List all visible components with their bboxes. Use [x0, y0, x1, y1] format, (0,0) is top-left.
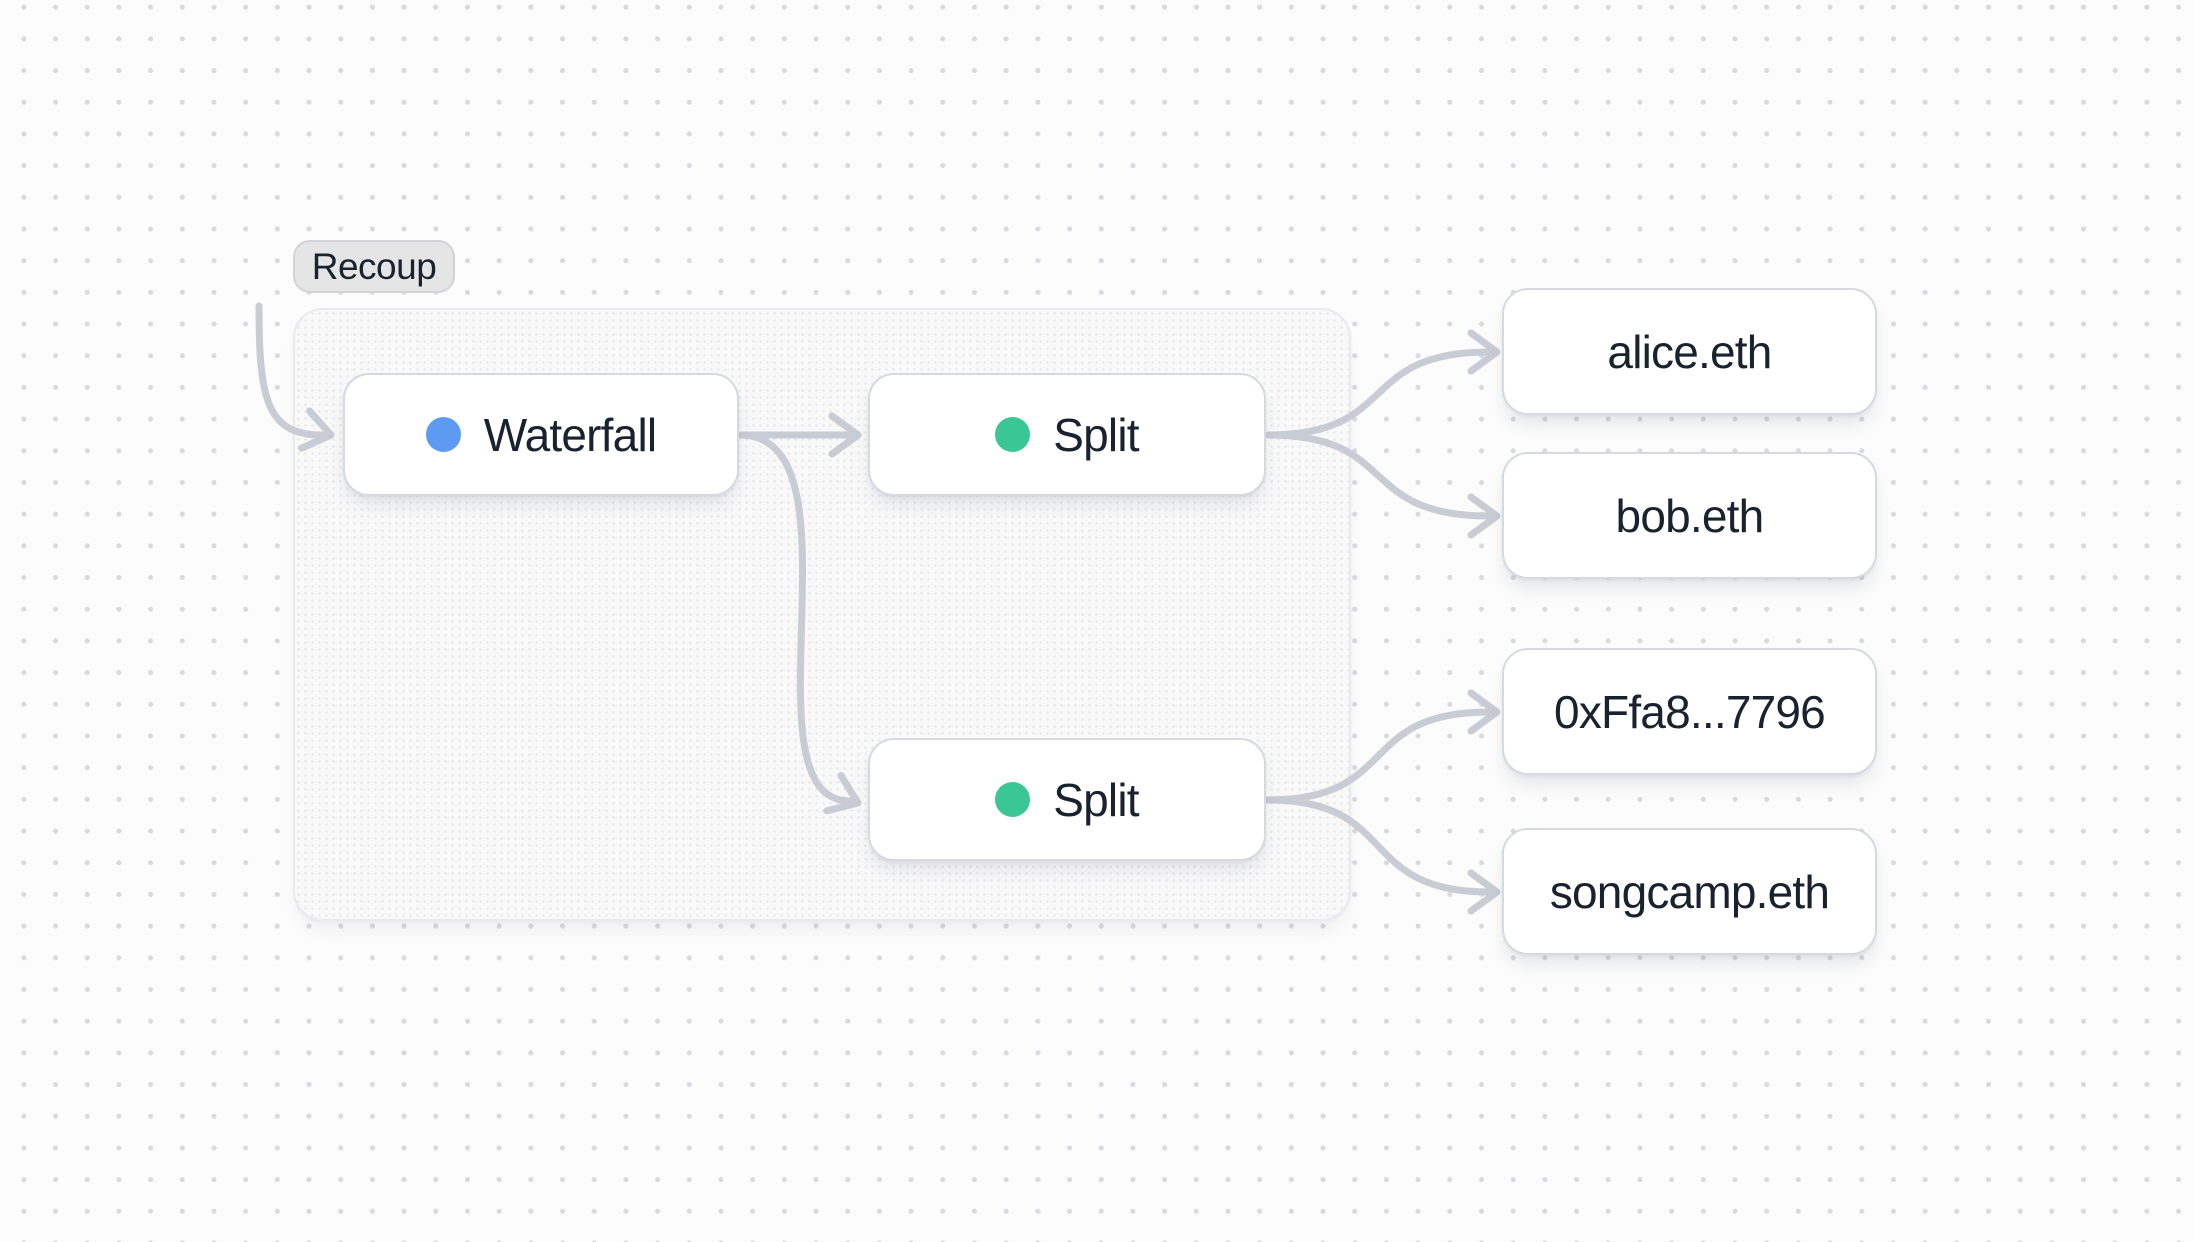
node-type-dot: [995, 782, 1031, 817]
arrowhead-icon: [1467, 329, 1501, 375]
arrowhead-icon: [1467, 869, 1501, 915]
recipient-alice[interactable]: alice.eth: [1502, 288, 1877, 415]
edge-split-1-to-alice[interactable]: [1264, 348, 1493, 439]
recipient-songcamp[interactable]: songcamp.eth: [1502, 828, 1877, 955]
edge-waterfall-to-split-2[interactable]: [737, 431, 853, 805]
edge-split-2-to-address[interactable]: [1264, 708, 1493, 804]
arrowhead-icon: [1467, 689, 1501, 735]
node-type-dot: [425, 417, 461, 452]
node-waterfall[interactable]: Waterfall: [343, 373, 739, 496]
recipient-label: bob.eth: [1615, 489, 1765, 542]
arrowhead-icon: [1467, 493, 1501, 539]
edge-split-1-to-bob[interactable]: [1264, 431, 1493, 520]
edge-split-2-to-songcamp[interactable]: [1264, 796, 1493, 896]
arrowhead-icon: [823, 772, 862, 815]
recipient-label: songcamp.eth: [1549, 865, 1830, 918]
arrowhead-icon: [828, 412, 862, 458]
node-type-dot: [995, 417, 1031, 452]
node-split-1[interactable]: Split: [868, 373, 1266, 496]
node-label: Split: [1053, 773, 1139, 826]
group-label: Recoup: [311, 245, 437, 287]
recipient-address[interactable]: 0xFfa8...7796: [1502, 648, 1877, 775]
node-label: Waterfall: [483, 408, 657, 461]
node-split-2[interactable]: Split: [868, 738, 1266, 861]
node-label: Split: [1053, 408, 1139, 461]
group-label-badge[interactable]: Recoup: [293, 240, 455, 293]
arrowhead-icon: [298, 407, 335, 452]
edge-start-to-waterfall[interactable]: [255, 302, 326, 439]
recipient-bob[interactable]: bob.eth: [1502, 452, 1877, 579]
recipient-label: 0xFfa8...7796: [1554, 685, 1826, 738]
recipient-label: alice.eth: [1607, 325, 1772, 378]
